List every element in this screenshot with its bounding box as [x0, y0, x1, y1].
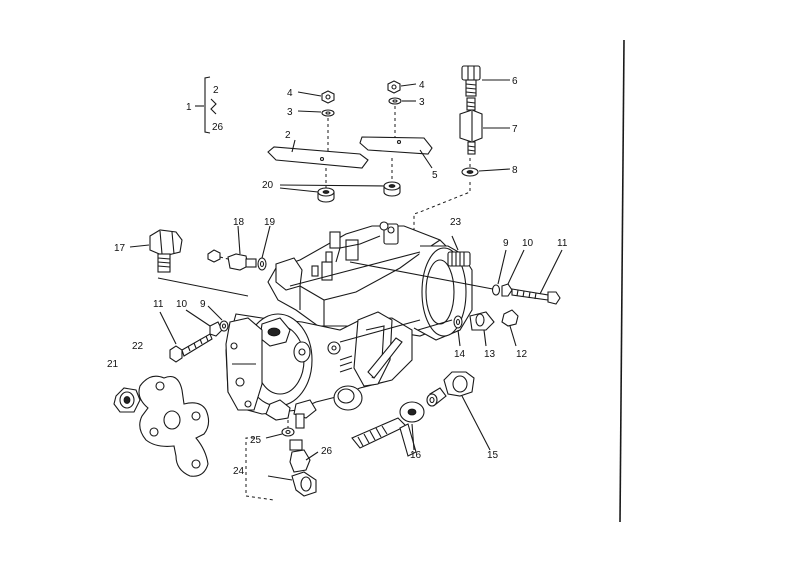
- callout-15: 15: [487, 450, 499, 461]
- nut-21: [113, 387, 141, 413]
- stud-7: [459, 97, 510, 155]
- callout-3-right: 3: [419, 97, 425, 108]
- callout-9-right: 9: [503, 238, 509, 249]
- bracket-24: [245, 420, 289, 501]
- callout-14: 14: [454, 349, 466, 360]
- fitting-15: [429, 371, 491, 451]
- callout-21: 21: [107, 359, 119, 370]
- callout-10-right: 10: [522, 238, 534, 249]
- fitting-26: [289, 439, 319, 473]
- union-24: [267, 471, 317, 497]
- banjo-bolt-12: [501, 309, 519, 347]
- strap-plate-2: [267, 118, 369, 169]
- callout-2-plate: 2: [285, 130, 291, 141]
- nut-18-small: [207, 249, 221, 263]
- bolt-11-left: [159, 311, 213, 363]
- callout-2-group: 2: [213, 85, 219, 96]
- flange-plate-22: [138, 375, 210, 477]
- callout-13: 13: [484, 349, 496, 360]
- spacer-20-left: [317, 187, 335, 203]
- callout-22: 22: [132, 341, 144, 352]
- callout-11-left: 11: [153, 299, 164, 310]
- washer-9-right: [491, 249, 507, 296]
- bolt-17: [129, 229, 183, 273]
- callout-4-right: 4: [419, 80, 425, 91]
- callout-25: 25: [250, 435, 262, 446]
- fitting-18: [219, 225, 257, 271]
- callout-17: 17: [114, 243, 126, 254]
- washer-14: [453, 315, 463, 347]
- callout-19: 19: [264, 217, 276, 228]
- leader-17-body: [157, 277, 249, 297]
- callout-1: 1: [186, 102, 192, 113]
- bolt-11-right: [511, 249, 563, 305]
- injection-pump-body: [225, 221, 473, 429]
- callout-10-left: 10: [176, 299, 188, 310]
- nut-4-right: [387, 80, 417, 94]
- bolt-6: [461, 65, 510, 97]
- callout-8: 8: [512, 165, 518, 176]
- callout-11-right: 11: [557, 238, 568, 249]
- union-nut-13: [469, 311, 495, 347]
- callout-16: 16: [410, 450, 422, 461]
- callout-5: 5: [432, 170, 438, 181]
- washer-3-left: [297, 109, 335, 117]
- spacer-20-leaders: [279, 158, 393, 193]
- strap-plate-5: [359, 106, 433, 169]
- callout-7: 7: [512, 124, 518, 135]
- callout-4-left: 4: [287, 88, 293, 99]
- page-border-line: [619, 39, 625, 523]
- callout-20: 20: [262, 180, 274, 191]
- washer-25: [265, 427, 295, 439]
- spacer-20-right: [383, 181, 401, 197]
- fitting-10-right: [501, 249, 525, 297]
- callout-labels: 1 2 26 4 3 4 3 6 7 2 5 8 20 18 19 23 17 …: [107, 76, 568, 477]
- callout-12: 12: [516, 349, 528, 360]
- banjo-16: [351, 401, 425, 457]
- leader-14-body: [417, 319, 453, 331]
- callout-18: 18: [233, 217, 245, 228]
- fitting-10-left: [185, 309, 223, 337]
- washer-8: [461, 158, 511, 177]
- callout-23: 23: [450, 217, 462, 228]
- washer-19: [257, 225, 271, 271]
- callout-26-drain: 26: [321, 446, 333, 457]
- leader-9-right: [349, 261, 499, 291]
- leader-side: [339, 319, 421, 343]
- group-bracket-1: [195, 76, 217, 134]
- washer-3-right: [388, 97, 416, 105]
- callout-6: 6: [512, 76, 518, 87]
- washer-9-left: [207, 305, 229, 332]
- leader-head-line: [289, 251, 421, 287]
- callout-26-group: 26: [212, 122, 224, 133]
- callout-24: 24: [233, 466, 245, 477]
- washer-15: [426, 393, 438, 407]
- callout-3-left: 3: [287, 107, 293, 118]
- callout-9-left: 9: [200, 299, 206, 310]
- nut-4-left: [297, 90, 335, 104]
